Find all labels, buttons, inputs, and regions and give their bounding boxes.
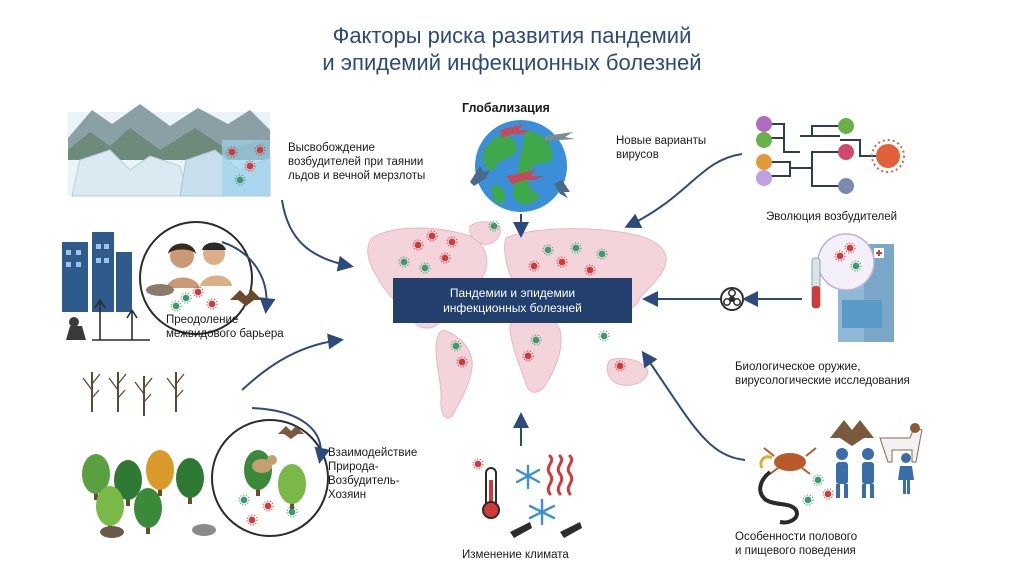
biohazard-icon bbox=[720, 287, 744, 311]
monkey-icon bbox=[66, 317, 86, 340]
label-ice-line-1: Высвобождение bbox=[288, 142, 375, 154]
cycle-circle-barrier bbox=[139, 221, 253, 335]
label-variants-line-1: Новые варианты bbox=[616, 135, 707, 147]
label-species-barrier: Преодоление межвидового барьера bbox=[166, 313, 284, 341]
label-new-variants: Новые варианты вирусов bbox=[616, 134, 706, 162]
snowflake-icon bbox=[515, 464, 556, 526]
thermometer-icon bbox=[482, 467, 500, 519]
airplane-icon bbox=[470, 124, 575, 198]
label-ice-line-2: возбудителей при таянии bbox=[288, 156, 424, 168]
rodent-icons bbox=[100, 524, 216, 538]
label-barrier-line-2: межвидового барьера bbox=[166, 328, 284, 340]
label-barrier-line-1: Преодоление bbox=[166, 314, 239, 326]
virus-icon-climate bbox=[472, 458, 484, 470]
virus-icon bbox=[756, 116, 905, 194]
label-bioweapon-line-1: Биологическое оружие, bbox=[735, 361, 861, 373]
label-interaction-line-2: Природа- bbox=[328, 461, 379, 473]
label-climate-change: Изменение климата bbox=[462, 549, 569, 561]
dog-icon bbox=[879, 423, 923, 463]
label-pathogen-evolution: Эволюция возбудителей bbox=[766, 211, 898, 223]
people-faces bbox=[166, 242, 232, 288]
label-behavior-line-2: и пищевого поведения bbox=[735, 545, 856, 557]
bat-icon-right bbox=[830, 420, 874, 446]
center-topic-box: Пандемии и эпидемии инфекционных болезне… bbox=[393, 278, 632, 323]
globe-icon bbox=[475, 120, 567, 212]
cycle-circle-interaction bbox=[211, 419, 329, 537]
heat-waves-icon bbox=[546, 454, 574, 496]
monkey-in-tree bbox=[252, 455, 277, 473]
label-variants-line-2: вирусов bbox=[616, 149, 659, 161]
label-behavior: Особенности полового и пищевого поведени… bbox=[735, 530, 857, 558]
label-interaction-line-1: Взаимодействие bbox=[328, 447, 418, 459]
label-globalization: Глобализация bbox=[462, 101, 550, 115]
title-line-1: Факторы риска развития пандемий bbox=[332, 23, 692, 48]
bare-trees bbox=[82, 371, 185, 417]
title-line-2: и эпидемий инфекционных болезней bbox=[322, 50, 702, 75]
bat-icon bbox=[230, 290, 262, 306]
page-title: Факторы риска развития пандемий и эпидем… bbox=[0, 22, 1024, 76]
label-ice-melting: Высвобождение возбудителей при таянии ль… bbox=[288, 141, 425, 183]
crab-icon bbox=[763, 447, 817, 475]
label-nature-interaction: Взаимодействие Природа- Возбудитель- Хоз… bbox=[328, 446, 417, 502]
label-interaction-line-3: Возбудитель- bbox=[328, 475, 400, 487]
connector-arrows bbox=[221, 153, 802, 464]
center-line-1: Пандемии и эпидемии bbox=[449, 285, 576, 300]
wind-sock-icon bbox=[510, 522, 582, 538]
label-bioweapon-line-2: вирусологические исследования bbox=[735, 375, 910, 387]
label-behavior-line-1: Особенности полового bbox=[735, 531, 858, 543]
bat-icon-forest bbox=[278, 426, 304, 439]
label-ice-line-3: льдов и вечной мерзлоты bbox=[288, 170, 426, 182]
microscope-view bbox=[817, 233, 875, 291]
rat-icon bbox=[146, 284, 174, 296]
virus-evolution-tree bbox=[770, 123, 880, 187]
center-line-2: инфекционных болезней bbox=[443, 300, 582, 315]
glacier-illustration bbox=[68, 104, 271, 197]
label-bioweapon: Биологическое оружие, вирусологические и… bbox=[735, 360, 910, 388]
label-interaction-line-4: Хозяин bbox=[328, 489, 367, 501]
snake-icon bbox=[758, 470, 799, 525]
people-icon bbox=[836, 448, 914, 498]
